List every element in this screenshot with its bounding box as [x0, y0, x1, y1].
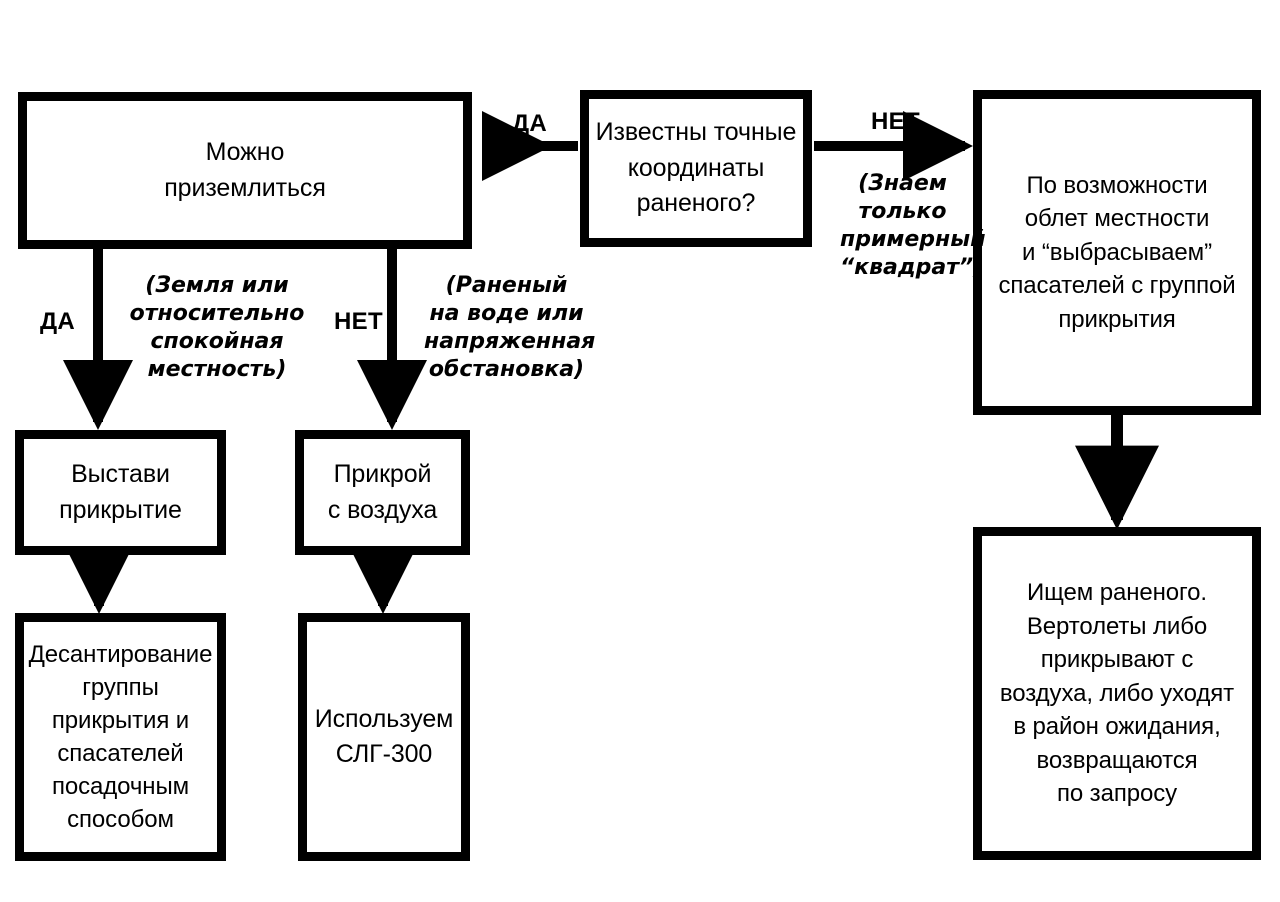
node-cover-from-air[interactable]: Прикрой с воздуха [295, 430, 470, 555]
node-landing-drop-label: Десантирование группы прикрытия и спасат… [28, 640, 213, 834]
node-landing-drop[interactable]: Десантирование группы прикрытия и спасат… [15, 613, 226, 861]
node-set-cover[interactable]: Выстави прикрытие [15, 430, 226, 555]
edge-label-no-top: НЕТ [871, 108, 920, 135]
node-slg-label: Используем СЛГ-300 [314, 704, 454, 769]
node-question-label: Известны точные координаты раненого? [595, 118, 797, 218]
node-set-cover-label: Выстави прикрытие [59, 460, 182, 524]
note-wounded-condition: (Раненый на воде или напряженная обстано… [424, 273, 596, 383]
edge-label-yes-left: ДА [40, 308, 76, 335]
note-approximate-square: (Знаем только примерный “квадрат”) [840, 171, 986, 281]
node-flyover-and-drop[interactable]: По возможности облет местности и “выбрас… [973, 90, 1261, 415]
node-can-land[interactable]: Можно приземлиться [18, 92, 472, 249]
node-can-land-label: Можно приземлиться [164, 138, 326, 202]
node-question-known-coordinates[interactable]: Известны точные координаты раненого? [580, 90, 812, 247]
node-use-slg-300[interactable]: Используем СЛГ-300 [298, 613, 470, 861]
node-cover-air-label: Прикрой с воздуха [327, 460, 438, 524]
node-flyover-label: По возможности облет местности и “выбрас… [998, 171, 1236, 333]
edge-label-no-mid: НЕТ [334, 308, 383, 335]
node-search-label: Ищем раненого. Вертолеты либо прикрывают… [999, 578, 1235, 808]
note-ground-condition: (Земля или относительно спокойная местно… [129, 273, 305, 383]
edge-label-yes-top: ДА [512, 110, 548, 137]
node-search-wounded[interactable]: Ищем раненого. Вертолеты либо прикрывают… [973, 527, 1261, 860]
